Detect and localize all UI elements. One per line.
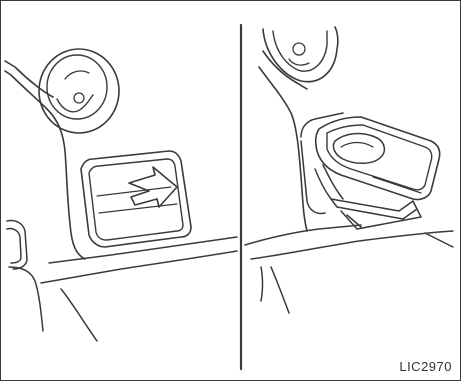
air-vent-right (263, 27, 338, 82)
air-vent-left (39, 49, 119, 133)
dashboard-contour-right (259, 51, 307, 231)
panel-closed (5, 49, 237, 341)
side-switch-left (7, 220, 27, 269)
dashboard-far-right (425, 233, 453, 247)
dashboard-lower-right (245, 225, 453, 313)
dashboard-contour-left (5, 61, 85, 259)
dashboard-lower-left (9, 237, 237, 341)
holder-recess (301, 113, 343, 214)
panel-open (245, 27, 453, 313)
cup-holder-closed (81, 151, 191, 247)
cup-holder-open (315, 117, 440, 229)
figure-code: LIC2970 (399, 359, 452, 374)
